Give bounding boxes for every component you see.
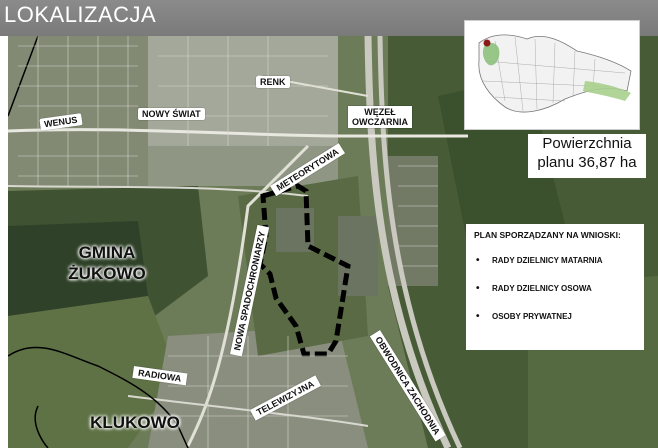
map-label-zukowo: ŻUKOWO — [68, 264, 146, 283]
slide-header: LOKALIZACJA — [0, 0, 658, 36]
plan-requests-title: PLAN SPORZĄDZANY NA WNIOSKI: — [474, 230, 621, 240]
map-label-wezel-owczarnia: WĘZEŁ OWCZARNIA — [348, 106, 412, 128]
plan-area-box: Powierzchnia planu 36,87 ha — [528, 134, 646, 178]
map-label-klukowo: KLUKOWO — [90, 413, 180, 432]
map-label-nowy-swiat: NOWY ŚWIAT — [138, 108, 205, 120]
map-label-gmina-zukowo: GMINA ŻUKOWO — [52, 242, 162, 284]
list-item: RADY DZIELNICY MATARNIA — [474, 255, 636, 266]
map-label-renk: RENK — [256, 76, 290, 88]
plan-requests-list: RADY DZIELNICY MATARNIA RADY DZIELNICY O… — [474, 255, 636, 322]
map-label-gmina: GMINA — [78, 243, 136, 262]
plan-requests-box: PLAN SPORZĄDZANY NA WNIOSKI: RADY DZIELN… — [466, 224, 644, 350]
locator-inset-map — [464, 20, 640, 130]
map-label-wezel: WĘZEŁ — [364, 107, 396, 117]
area-line-2: planu 36,87 ha — [537, 154, 637, 171]
slide-title: LOKALIZACJA — [4, 2, 157, 27]
locator-map-graphic — [465, 21, 639, 129]
location-marker-icon — [483, 39, 491, 47]
area-line-1: Powierzchnia — [542, 135, 632, 152]
list-item: RADY DZIELNICY OSOWA — [474, 283, 636, 294]
map-label-owczarnia: OWCZARNIA — [352, 117, 408, 127]
list-item: OSOBY PRYWATNEJ — [474, 311, 636, 322]
